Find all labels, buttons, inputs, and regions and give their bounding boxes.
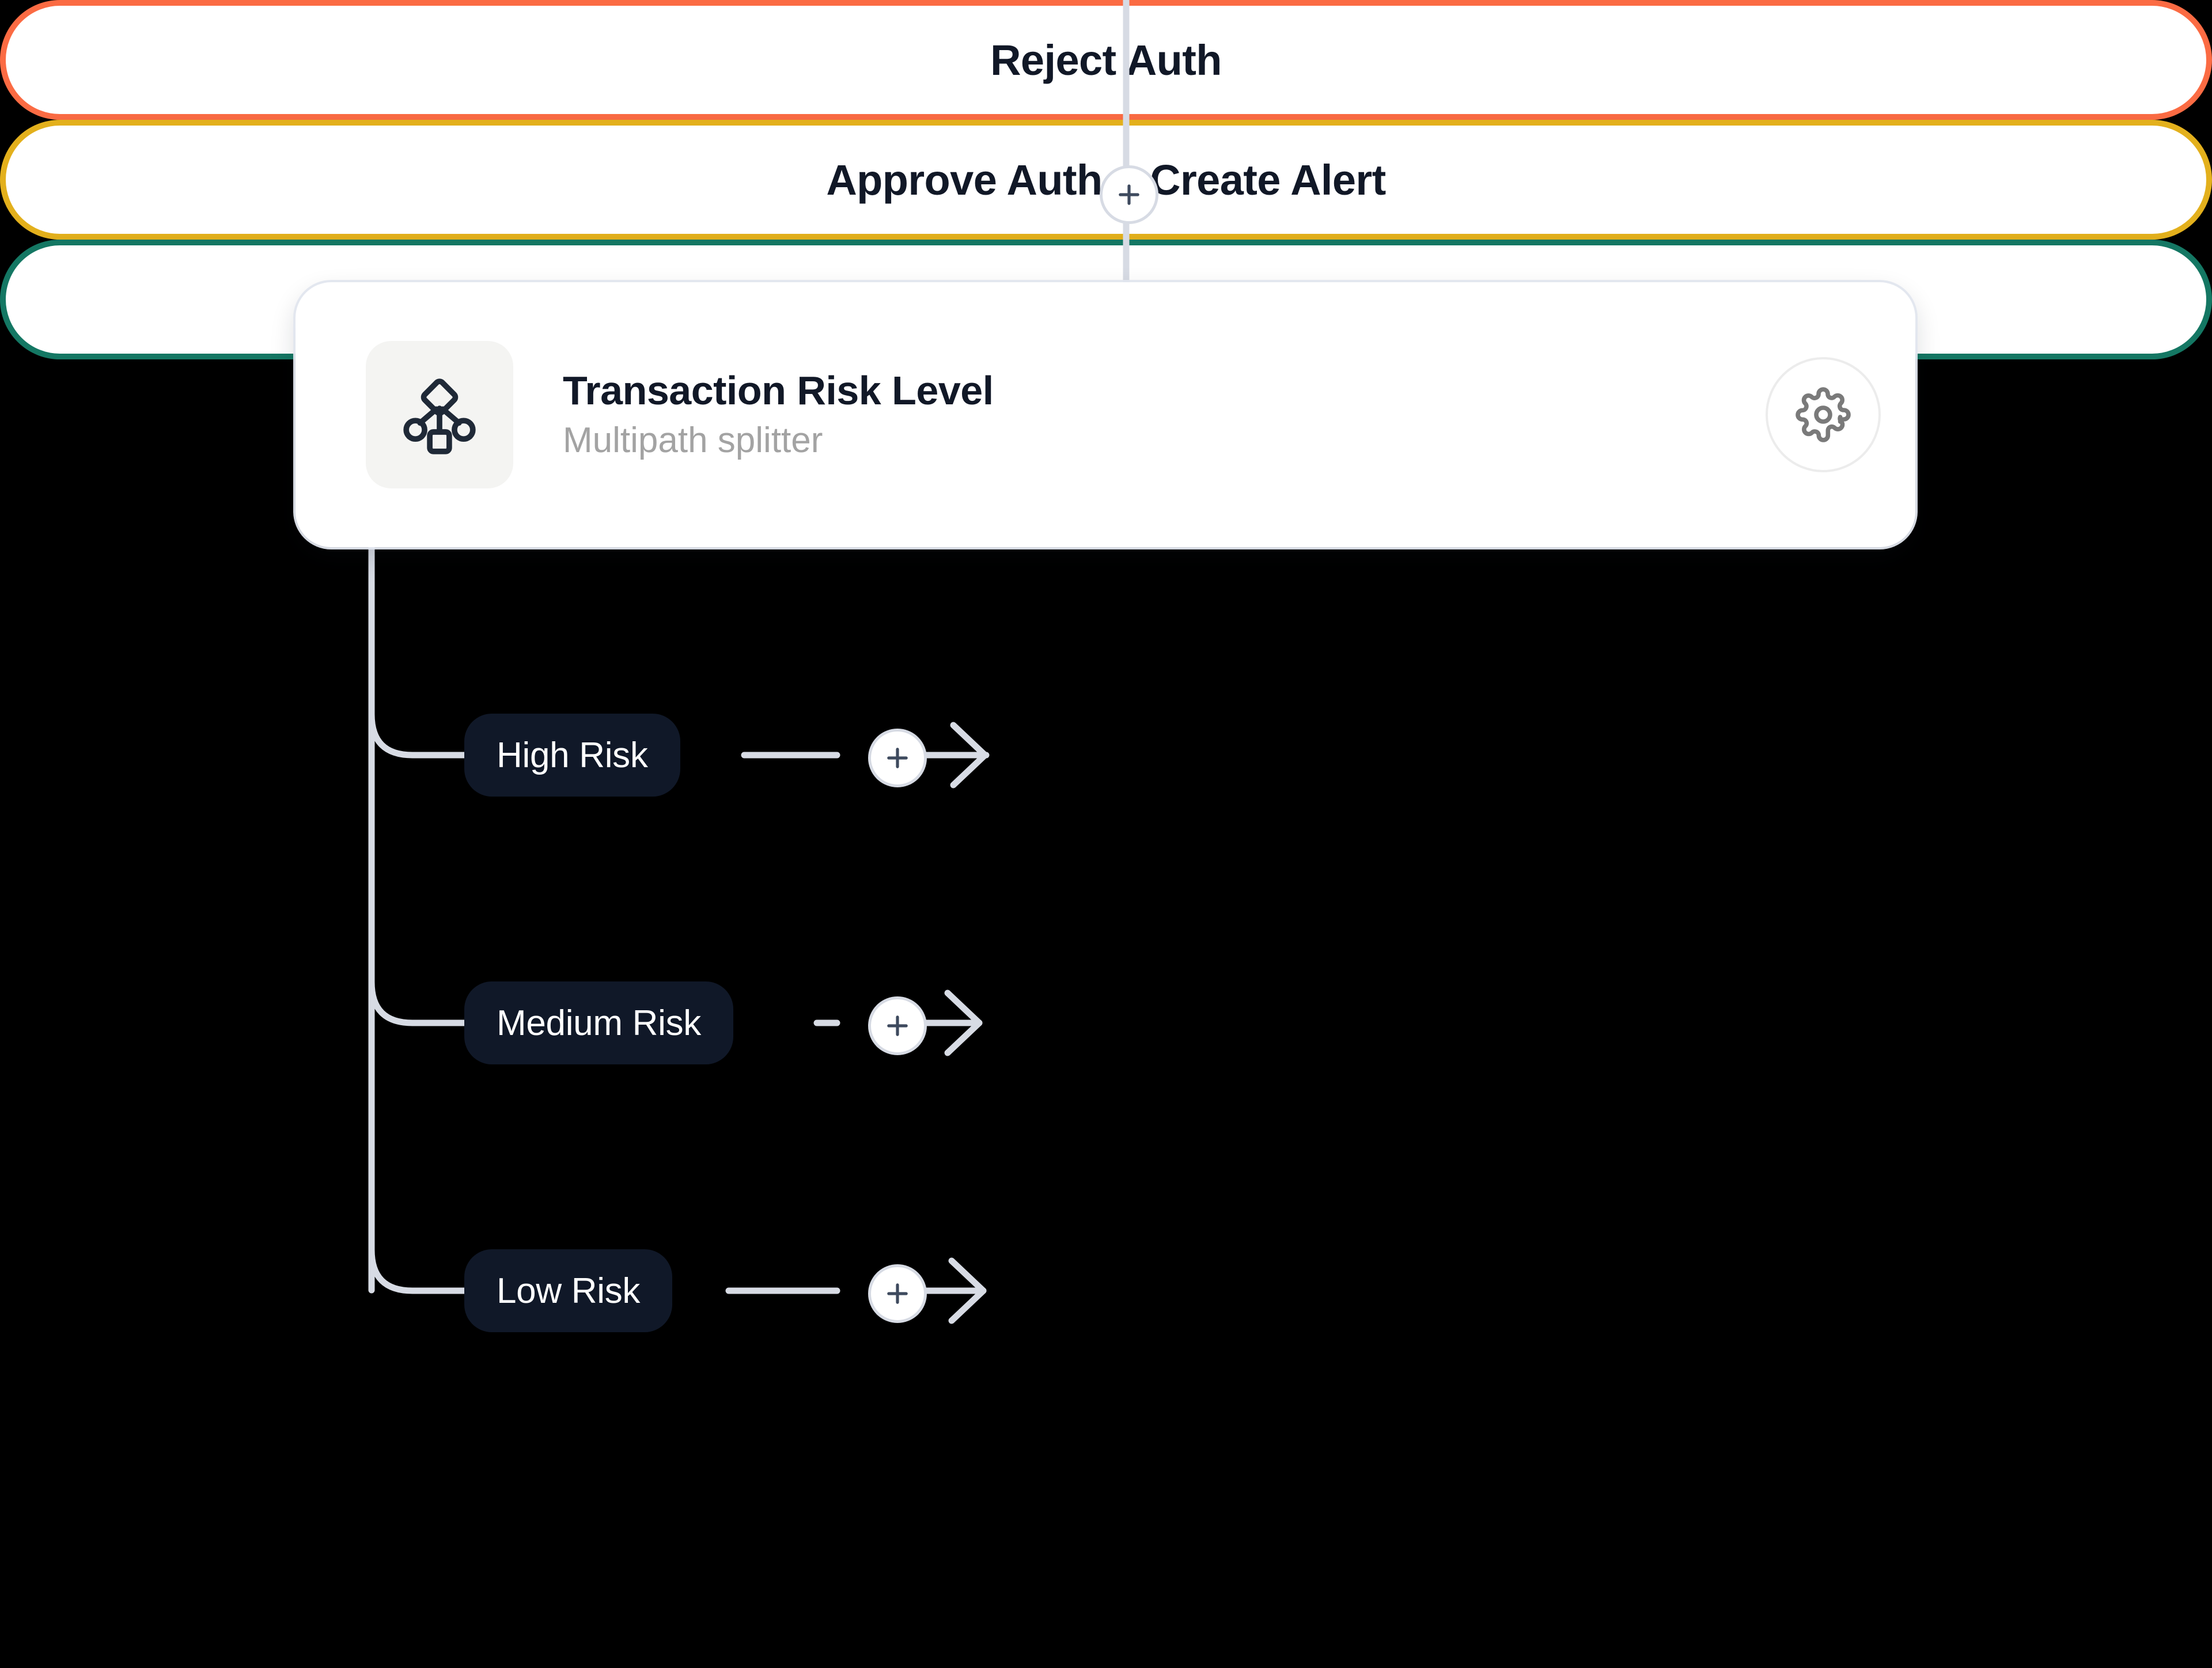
splitter-node-subtitle: Multipath splitter	[563, 420, 823, 460]
branch-condition-pill-low-risk[interactable]: Low Risk	[464, 1249, 673, 1332]
node-settings-button[interactable]	[1766, 357, 1881, 472]
add-step-button-top[interactable]	[1100, 165, 1158, 224]
branch-condition-pill-high-risk[interactable]: High Risk	[464, 714, 680, 797]
wire-branch-high	[368, 711, 468, 759]
arrowhead-low	[948, 1257, 987, 1324]
branch-condition-label: Low Risk	[497, 1271, 641, 1311]
plus-icon	[887, 748, 908, 768]
branch-condition-label: Medium Risk	[497, 1003, 701, 1043]
add-step-button-low-risk[interactable]	[868, 1264, 927, 1323]
action-node-label: Reject Auth	[990, 36, 1222, 84]
plus-icon	[887, 1015, 908, 1036]
gear-icon	[1796, 387, 1851, 442]
wire-branch-medium	[368, 979, 468, 1026]
branch-row-high-risk: High Risk	[464, 709, 680, 801]
branch-row-low-risk: Low Risk	[464, 1245, 673, 1337]
splitter-icon-tile	[366, 341, 513, 488]
splitter-node-text: Transaction Risk Level Multipath splitte…	[563, 369, 1743, 460]
splitter-branch-icon	[403, 378, 476, 454]
wire-branch-low	[368, 1246, 468, 1294]
branch-condition-pill-medium-risk[interactable]: Medium Risk	[464, 981, 733, 1064]
branch-row-medium-risk: Medium Risk	[464, 977, 733, 1069]
arrowhead-high	[950, 722, 988, 788]
splitter-node-title: Transaction Risk Level	[563, 368, 994, 414]
arrowhead-medium	[944, 990, 983, 1056]
plus-icon	[1119, 184, 1139, 205]
splitter-node-card[interactable]: Transaction Risk Level Multipath splitte…	[296, 282, 1915, 547]
action-node-reject-auth[interactable]: Reject Auth	[0, 0, 2212, 120]
plus-icon	[887, 1283, 908, 1304]
add-step-button-medium-risk[interactable]	[868, 996, 927, 1055]
add-step-button-high-risk[interactable]	[868, 729, 927, 787]
branch-condition-label: High Risk	[497, 735, 648, 775]
